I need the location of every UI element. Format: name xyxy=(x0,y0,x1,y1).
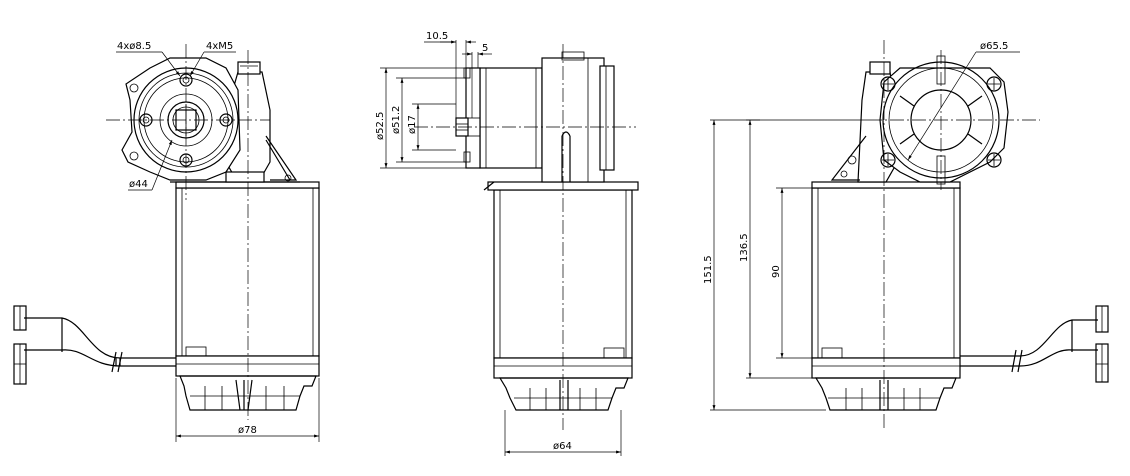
front-cable xyxy=(13,305,176,385)
front-motor-body xyxy=(175,187,320,357)
dim-height-to-gear: 136.5 xyxy=(739,233,750,262)
dim-body-height: 90 xyxy=(771,265,782,278)
dim-flange-diameter: ø52.5 xyxy=(375,112,386,140)
dim-front-body-diameter: ø78 xyxy=(238,425,257,436)
side-gear-cover xyxy=(541,57,605,183)
dim-shaft-diameter: ø17 xyxy=(407,115,418,134)
dim-overall-height: 151.5 xyxy=(703,255,714,284)
dim-pilot-diameter: ø51.2 xyxy=(391,106,402,134)
dim-pitch-circle: ø44 xyxy=(129,179,148,190)
dim-holes-thread: 4xM5 xyxy=(206,41,233,52)
rear-fan-base xyxy=(814,377,957,411)
front-end-cap xyxy=(175,355,320,377)
dim-side-body-diameter: ø64 xyxy=(553,441,572,452)
rear-cable xyxy=(960,305,1109,383)
front-fan-base xyxy=(179,375,317,411)
front-view: 4xø8.5 4xM5 ø44 ø78 xyxy=(13,41,320,442)
rear-view: ø65.5 151.5 136.5 90 xyxy=(703,40,1109,430)
dim-cover-diameter: ø65.5 xyxy=(980,41,1008,52)
dim-holes-large: 4xø8.5 xyxy=(117,41,151,52)
rear-motor-body xyxy=(811,187,961,359)
side-view: 10.5 5 ø52.5 ø51.2 ø17 ø64 xyxy=(375,31,639,456)
dim-key-length: 5 xyxy=(482,43,488,54)
rear-cover-screws xyxy=(880,76,1002,168)
side-fan-base xyxy=(498,377,629,411)
dim-shaft-length: 10.5 xyxy=(426,31,448,42)
side-gear-head xyxy=(479,67,543,169)
rear-end-cap xyxy=(811,357,961,379)
